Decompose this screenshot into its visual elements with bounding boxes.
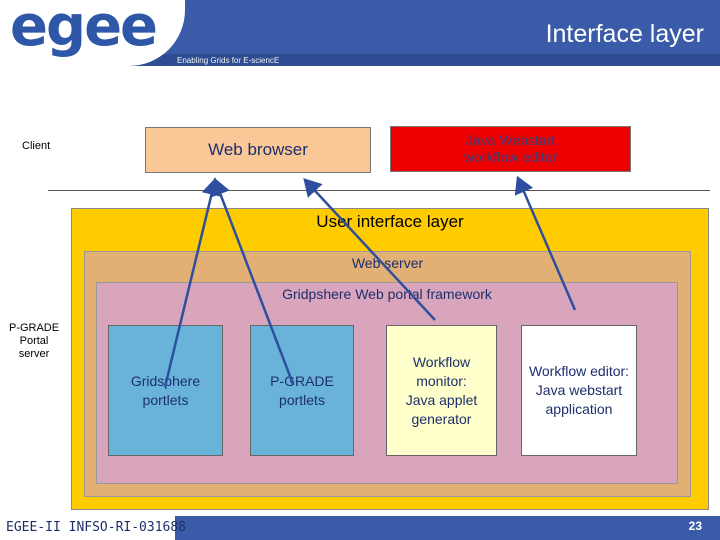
- workflow-monitor-line2: monitor:: [416, 372, 467, 389]
- workflow-editor-line1: Workflow editor:: [528, 363, 630, 379]
- pgrade-portlets-box: P-GRADE portlets: [250, 325, 354, 456]
- logo-panel: [0, 0, 185, 66]
- pgrade-portal-server-label: P-GRADE Portal server: [2, 322, 66, 361]
- workflow-monitor-line4: generator: [411, 410, 472, 427]
- slide-title: Interface layer: [545, 20, 704, 48]
- egee-logo: egee: [10, 0, 158, 59]
- webstart-editor-line1: Java Webstart: [465, 132, 556, 148]
- footer-left-panel: [0, 516, 175, 540]
- user-interface-layer-title: User interface layer: [316, 212, 464, 231]
- web-browser-label: Web browser: [208, 140, 308, 159]
- project-id: EGEE-II INFSO-RI-031688: [6, 520, 187, 535]
- server-label-line1: P-GRADE: [8, 322, 60, 334]
- web-browser-box: Web browser: [145, 127, 371, 173]
- client-server-separator: [48, 190, 710, 191]
- webstart-editor-line2: workflow editor: [463, 149, 558, 165]
- pgrade-portlets-line1: P-GRADE: [270, 372, 334, 389]
- tagline: Enabling Grids for E-sciencE: [177, 56, 280, 65]
- workflow-monitor-line1: Workflow: [412, 353, 471, 370]
- client-label: Client: [22, 140, 51, 152]
- workflow-monitor-box: Workflow monitor: Java applet generator: [386, 325, 497, 456]
- page-number: 23: [688, 519, 702, 533]
- server-label-line2: Portal: [19, 335, 49, 347]
- portal-framework-title: Gridpshere Web portal framework: [282, 286, 492, 302]
- workflow-editor-line3: application: [545, 401, 613, 417]
- webstart-editor-box: Java Webstart workflow editor: [390, 126, 631, 172]
- gridsphere-portlets-box: Gridsphere portlets: [108, 325, 223, 456]
- header-strip: [0, 54, 720, 66]
- workflow-editor-line2: Java webstart: [535, 382, 623, 398]
- web-server-title: Web server: [351, 255, 424, 271]
- pgrade-portlets-line2: portlets: [279, 391, 325, 408]
- server-label-line3: server: [18, 348, 50, 360]
- workflow-monitor-line3: Java applet: [405, 391, 478, 408]
- workflow-editor-app-box: Workflow editor: Java webstart applicati…: [521, 325, 637, 456]
- gridsphere-portlets-line2: portlets: [142, 391, 189, 408]
- gridsphere-portlets-line1: Gridsphere: [130, 372, 201, 389]
